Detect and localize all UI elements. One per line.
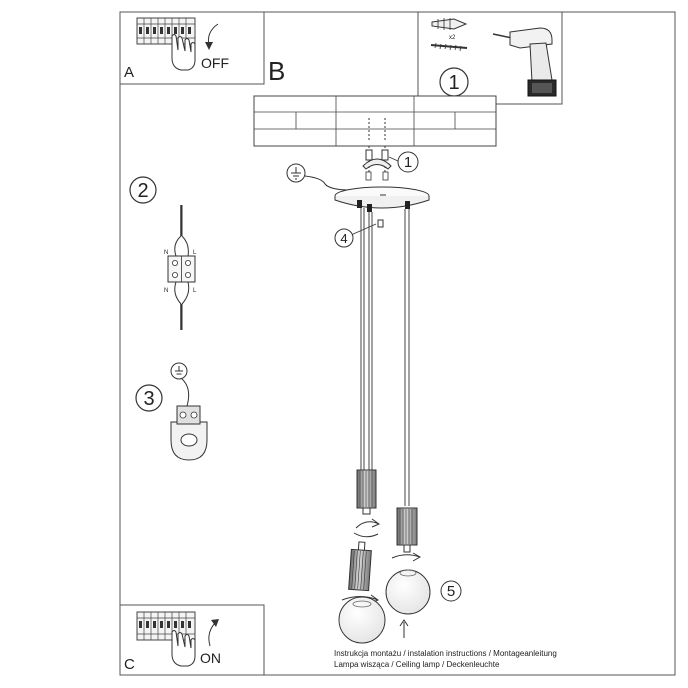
anchor-quantity: x2 (449, 35, 456, 41)
panel-a: A OFF (119, 11, 265, 85)
step-2-marker (129, 176, 157, 204)
glass-globe-1 (338, 596, 386, 644)
step-2-label: 2 (137, 180, 148, 202)
panel-a-letter: A (124, 64, 134, 81)
step-3-marker (135, 384, 163, 412)
earth-wire (181, 378, 190, 407)
lamp-holder-2 (348, 541, 372, 592)
tools-box: x2 1 (417, 11, 563, 105)
hand-icon (171, 34, 196, 71)
panel-c: C ON (119, 604, 265, 676)
step-5-callout (440, 580, 462, 602)
wire-connector-icon (167, 205, 196, 330)
canopy (334, 186, 430, 212)
drill-icon (492, 27, 557, 97)
step-4-label: 4 (340, 231, 347, 246)
earth-terminal-icon (170, 405, 208, 461)
step-4-callout (334, 228, 354, 248)
footer-line-2: Lampa wisząca / Ceiling lamp / Deckenleu… (334, 660, 500, 669)
lamp-holder-3 (396, 507, 418, 553)
connector-l-top: L (193, 250, 197, 256)
on-label: ON (200, 650, 221, 666)
rotate-arrow-1b (353, 532, 379, 538)
grub-screw-icon (377, 219, 384, 228)
outer-frame (119, 11, 676, 676)
panel-b-letter: B (268, 56, 285, 86)
screw-icon (430, 42, 468, 52)
step-5-label: 5 (447, 583, 455, 600)
step-3-label: 3 (143, 388, 154, 410)
footer-line-1: Instrukcja montażu / instalation instruc… (334, 649, 557, 658)
rotate-arrow-3 (391, 552, 422, 562)
ground-symbol (291, 167, 301, 180)
connector-l-bottom: L (193, 288, 197, 294)
off-label: OFF (201, 55, 229, 71)
mounting-bracket-icon (362, 149, 392, 181)
up-arrow-icon (399, 619, 409, 638)
panel-c-letter: C (124, 656, 135, 673)
step-1-callout (397, 151, 419, 173)
ceiling (253, 95, 497, 147)
tools-step-number: 1 (448, 72, 459, 94)
step1-leader (388, 156, 399, 162)
pendant-cords (360, 208, 410, 506)
ground-symbol-2 (175, 366, 183, 375)
connector-n-top: N (164, 250, 168, 256)
arrow-head-icon (205, 42, 213, 50)
step-1-label: 1 (404, 154, 412, 171)
arrow-head-icon-2 (211, 619, 219, 627)
connector-n-bottom: N (164, 288, 168, 294)
rotate-arrow-1 (355, 518, 381, 529)
ground-wire (304, 175, 351, 191)
glass-globe-2 (385, 569, 431, 615)
wall-anchor-icon (431, 18, 468, 30)
lamp-holder-1 (356, 469, 377, 515)
hand-icon-2 (171, 630, 196, 667)
